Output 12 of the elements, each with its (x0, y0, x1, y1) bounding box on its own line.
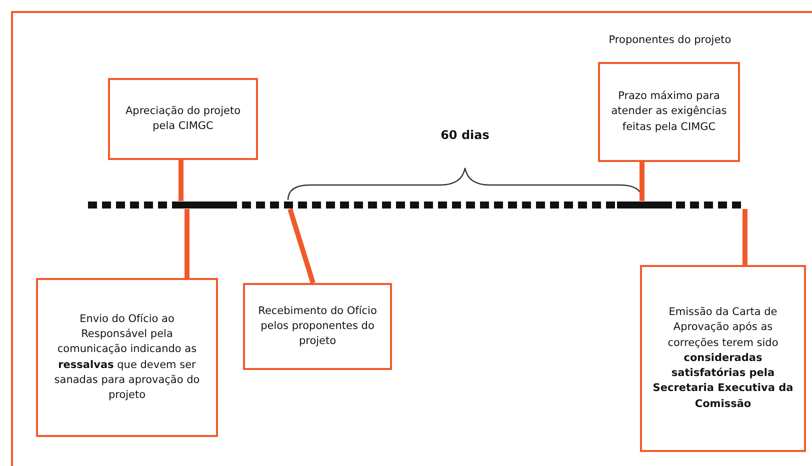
leader-line (288, 208, 316, 284)
leader-line (742, 209, 748, 265)
caption-text: Proponentes do projeto (608, 34, 732, 46)
text-box: Emissão da Carta de Aprovação após as correções terem sido consideradas satisfatórias pela Secretaria Executiva da Comissão (640, 265, 806, 452)
text-box: Envio do Ofício ao Responsável pela comunicação indicando as ressalvas que devem ser sanadas para aprovação do projeto (36, 278, 218, 437)
leader-line (184, 209, 190, 278)
leader-line (640, 162, 644, 201)
duration-label: 60 dias (440, 128, 490, 142)
text-box: Apreciação do projeto pela CIMGC (108, 78, 258, 160)
leader-line (178, 160, 184, 201)
text-box: Recebimento do Ofício pelos proponentes do projeto (243, 283, 392, 370)
text-box: Prazo máximo para atender as exigências feitas pela CIMGC (598, 62, 740, 162)
